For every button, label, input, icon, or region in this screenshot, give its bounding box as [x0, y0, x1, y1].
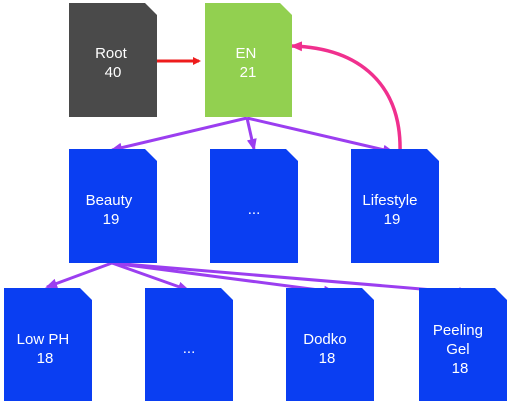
edge-beauty-dodko	[111, 261, 336, 296]
node-en-name: EN	[235, 45, 256, 62]
svg-text:EN 21: EN 21	[235, 45, 260, 81]
edge-beauty-lowph	[45, 261, 113, 289]
node-lifestyle-shape	[351, 149, 439, 263]
node-lifestyle: Lifestyle 19	[351, 149, 439, 263]
edge-lifestyle-en	[290, 41, 402, 154]
edge-en-ellipsis1	[245, 117, 257, 151]
node-dodko-count: 18	[319, 350, 336, 367]
node-beauty: Beauty 19	[69, 149, 157, 263]
node-en-shape	[205, 3, 292, 117]
node-root-name: Root	[95, 45, 128, 62]
node-beauty-shape	[69, 149, 157, 263]
svg-text:...: ...	[248, 201, 261, 218]
node-peeling-gel-count: 18	[452, 360, 469, 377]
svg-text:Lifestyle 19: Lifestyle 19	[362, 192, 421, 228]
node-low-ph-count: 18	[37, 350, 54, 367]
edge-en-beauty	[110, 116, 248, 153]
node-low-ph: Low PH 18	[4, 288, 92, 401]
node-dodko-name: Dodko	[303, 331, 346, 348]
edges	[45, 41, 471, 298]
node-ellipsis-2-label: ...	[183, 340, 196, 357]
node-ellipsis-2-shape	[145, 288, 233, 401]
node-peeling-gel-shape	[419, 288, 507, 401]
node-beauty-name: Beauty	[86, 192, 133, 209]
node-root-count: 40	[105, 64, 122, 81]
svg-text:Dodko 18: Dodko 18	[303, 331, 351, 367]
edge-beauty-peeling	[111, 261, 471, 298]
node-low-ph-name: Low PH	[17, 331, 70, 348]
node-dodko-shape	[286, 288, 374, 401]
svg-text:Low PH 18: Low PH 18	[17, 331, 74, 367]
edge-beauty-ellipsis2	[111, 261, 190, 292]
svg-text:...: ...	[183, 340, 196, 357]
node-en-count: 21	[240, 64, 257, 81]
node-root-shape	[69, 3, 157, 117]
node-low-ph-shape	[4, 288, 92, 401]
node-peeling-gel: Peeling Gel 18	[419, 288, 507, 401]
node-peeling-gel-name-1: Peeling	[433, 322, 483, 339]
node-beauty-count: 19	[103, 211, 120, 228]
node-dodko: Dodko 18	[286, 288, 374, 401]
node-ellipsis-2: ...	[145, 288, 233, 401]
node-lifestyle-count: 19	[384, 211, 401, 228]
node-ellipsis-1-label: ...	[248, 201, 261, 218]
svg-text:Root 40: Root 40	[95, 45, 131, 81]
svg-text:Peeling Gel 18: Peeling Gel 18	[433, 322, 487, 377]
node-ellipsis-1: ...	[210, 149, 298, 263]
node-ellipsis-1-shape	[210, 149, 298, 263]
node-peeling-gel-name-2: Gel	[446, 341, 469, 358]
edge-en-lifestyle	[246, 116, 395, 155]
node-root: Root 40	[69, 3, 157, 117]
svg-text:Beauty 19: Beauty 19	[86, 192, 137, 228]
node-en: EN 21	[205, 3, 292, 117]
node-lifestyle-name: Lifestyle	[362, 192, 417, 209]
